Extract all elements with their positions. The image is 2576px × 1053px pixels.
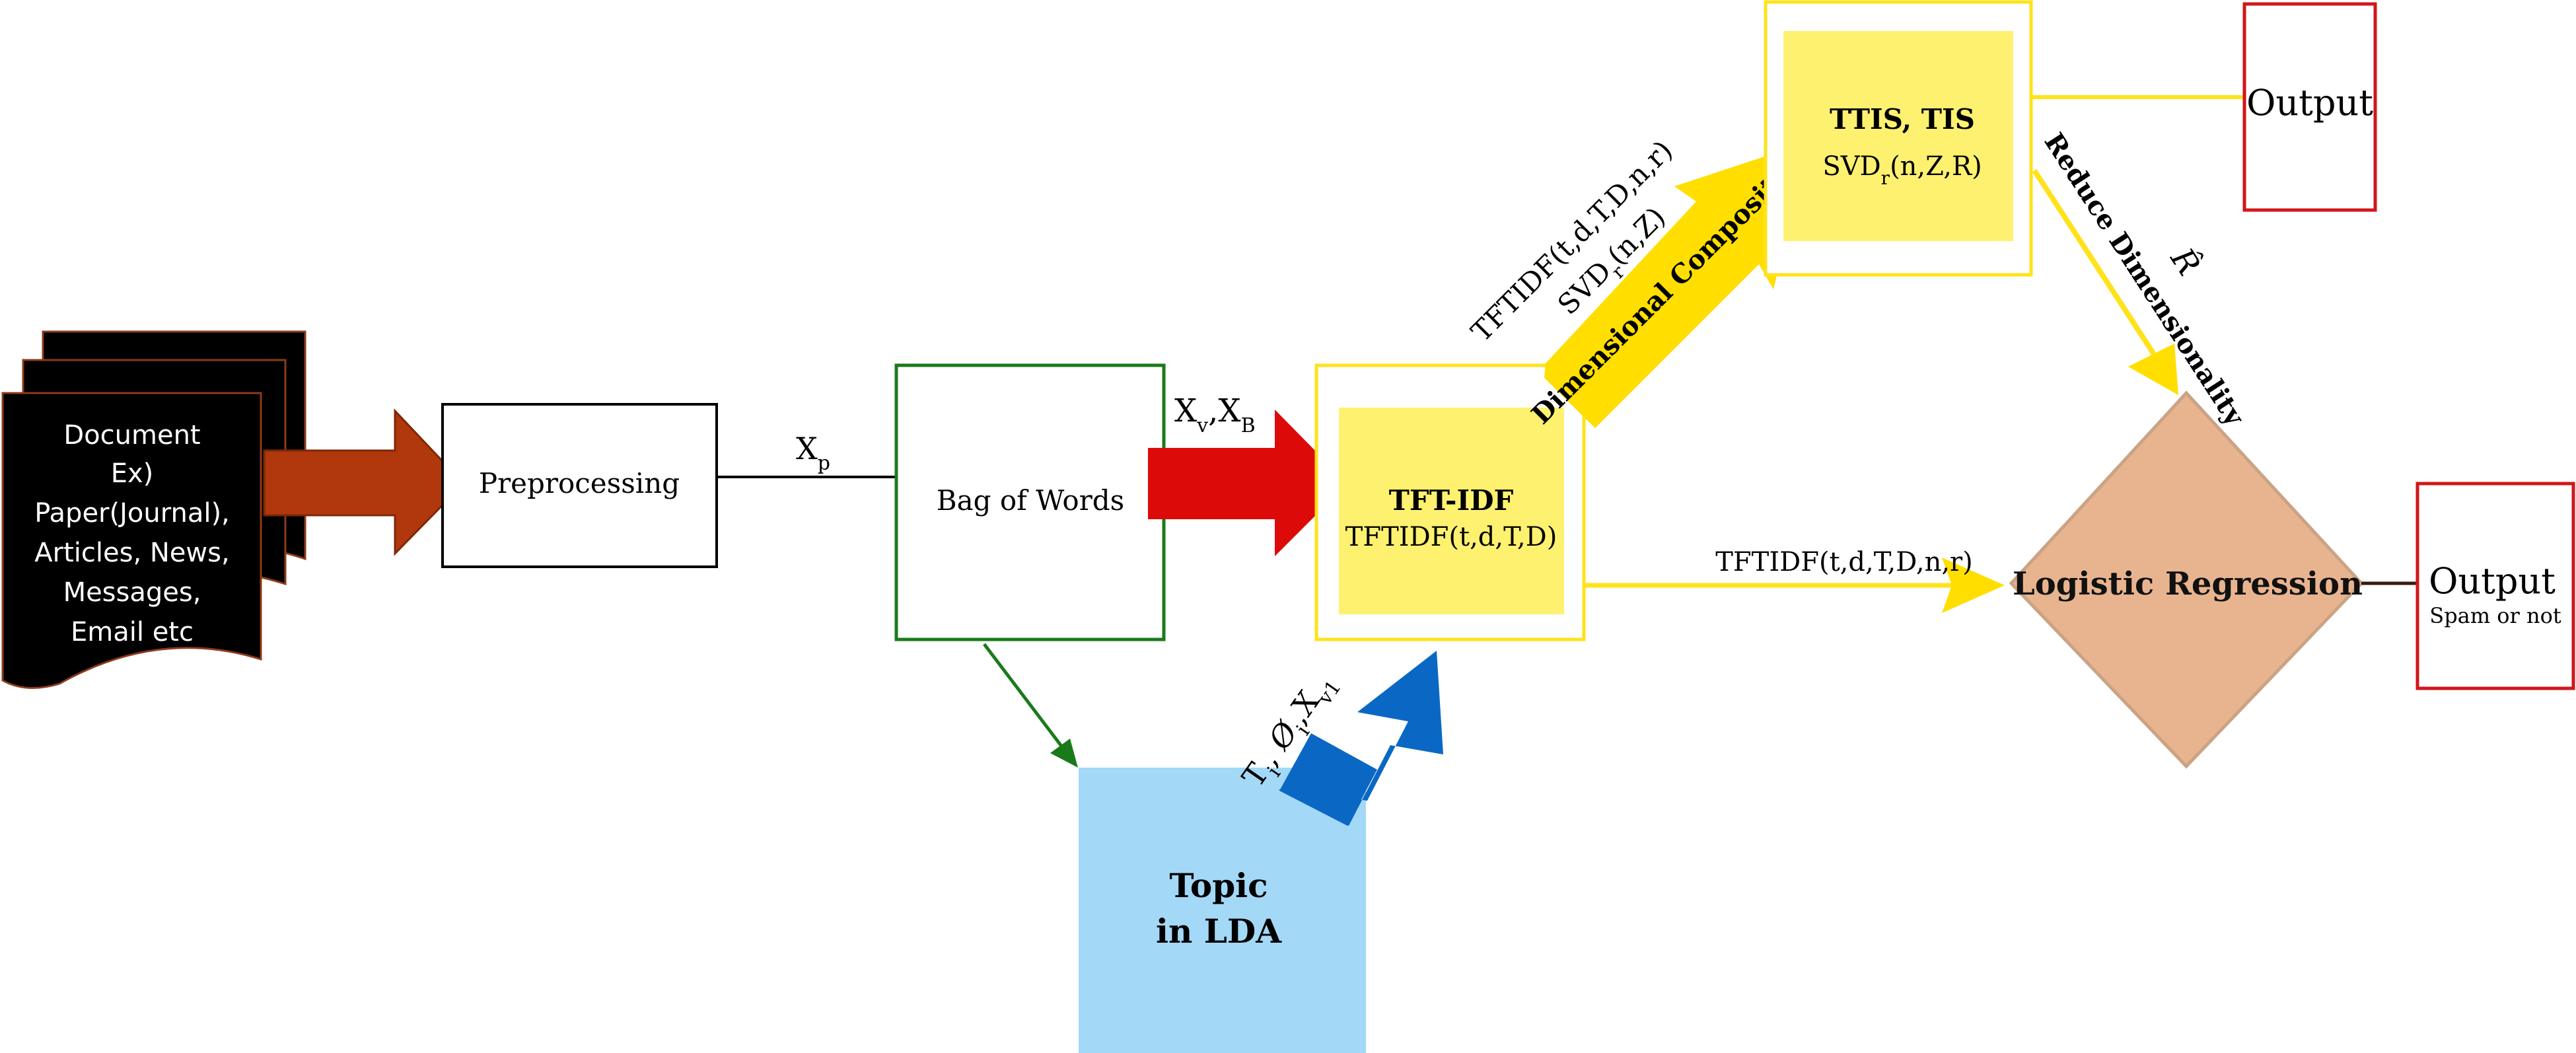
document-line-4: Articles, News, — [34, 538, 229, 568]
arrow-tftidf-to-ttis — [1544, 142, 1808, 428]
document-line-3: Paper(Journal), — [34, 498, 230, 528]
edge-xp-label: Xp — [796, 431, 830, 475]
ttis-inner-box — [1783, 31, 2013, 241]
output-top-box[interactable] — [2242, 2, 2377, 212]
arrow-document-to-preprocessing — [263, 408, 466, 556]
arrow-lda-to-tftidf — [1278, 651, 1443, 826]
lda-box[interactable] — [1079, 768, 1366, 1053]
ttis-formula: SVDr(n,Z,R) — [1822, 151, 1982, 189]
edge-ttis-to-lr — [2032, 168, 2163, 365]
output-top-label: Output — [2246, 82, 2373, 124]
logistic-regression-diamond[interactable] — [2009, 390, 2364, 769]
document-line-2: Ex) — [111, 458, 154, 489]
edge-bow-to-lda — [983, 643, 1068, 754]
edge-tftidf-to-lr-label: TFTIDF(t,d,T,D,n,r) — [1715, 547, 1973, 577]
output-right-label: Output — [2429, 560, 2556, 602]
preprocessing-label: Preprocessing — [479, 467, 680, 499]
output-right-box[interactable] — [2415, 482, 2575, 690]
bag-of-words-label: Bag of Words — [937, 484, 1124, 517]
tftidf-title: TFT-IDF — [1389, 484, 1514, 517]
document-line-1: Document — [63, 420, 200, 451]
arrow-lda-to-tftidf-shaft — [1279, 733, 1377, 826]
document-line-6: Email etc — [71, 617, 194, 647]
document-stack: Document Ex) Paper(Journal), Articles, N… — [1, 330, 306, 689]
edge-xv-xb-label: Xv,XB — [1174, 392, 1256, 437]
edge-ttis-to-lr-head — [2128, 344, 2178, 395]
reduce-dim-label: Reduce Dimensionality — [2038, 127, 2251, 432]
edge-bow-to-lda-head — [1050, 739, 1078, 768]
ttis-title: TTIS, TIS — [1830, 103, 1975, 135]
edge-tftidf-to-lr-head — [1942, 558, 2005, 613]
preprocessing-box[interactable] — [441, 403, 718, 568]
logistic-regression-label: Logistic Regression — [2013, 565, 2363, 602]
reduce-dim-r-hat: R̂ — [2163, 240, 2209, 282]
bag-of-words-box[interactable] — [894, 363, 1166, 641]
document-sheet-front — [1, 392, 262, 689]
lda-line-2: in LDA — [1156, 912, 1282, 951]
arrow-bow-to-tftidf — [1148, 410, 1347, 556]
output-right-sublabel: Spam or not — [2429, 603, 2561, 628]
tftidf-inner-box — [1339, 408, 1564, 614]
lda-line-1: Topic — [1169, 866, 1268, 905]
tftidf-formula: TFTIDF(t,d,T,D) — [1345, 522, 1557, 552]
document-line-5: Messages, — [63, 577, 201, 608]
